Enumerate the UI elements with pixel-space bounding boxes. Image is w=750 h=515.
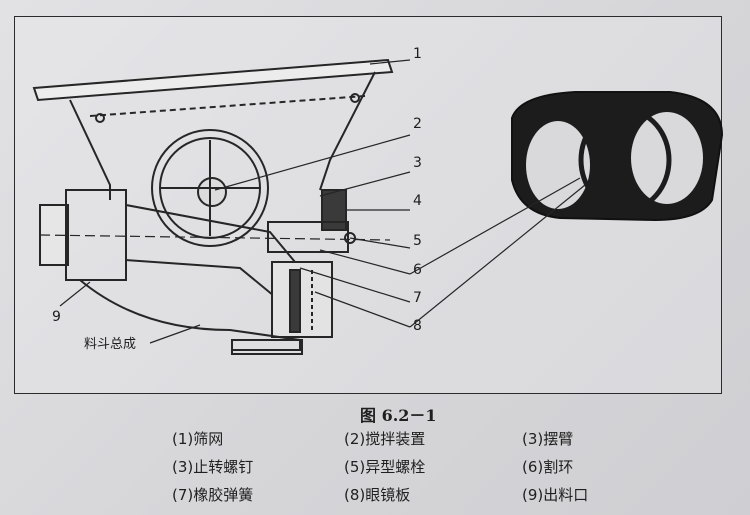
s-pipe-top xyxy=(125,204,301,269)
legend-item-5: (5)异型螺栓 xyxy=(344,456,425,477)
callout-5: 5 xyxy=(413,233,422,249)
legend-item-8: (8)眼镜板 xyxy=(344,484,410,505)
callout-1: 1 xyxy=(413,46,422,62)
s-pipe-bottom xyxy=(125,259,286,306)
legend-item-2: (2)搅拌装置 xyxy=(344,428,425,449)
callout-2: 2 xyxy=(413,116,422,132)
hopper-wall-left xyxy=(69,99,111,200)
legend-number: (3) xyxy=(172,458,194,476)
agitator-wheel xyxy=(151,129,269,247)
legend-number: (1) xyxy=(172,430,194,448)
legend-text: 搅拌装置 xyxy=(365,430,426,448)
legend-item-4: (3)止转螺钉 xyxy=(172,456,253,477)
screen-plate xyxy=(32,58,394,102)
legend-text: 异型螺栓 xyxy=(365,458,426,476)
legend-item-6: (6)割环 xyxy=(522,456,573,477)
legend-item-3: (3)摆臂 xyxy=(522,428,573,449)
legend-number: (7) xyxy=(172,486,194,504)
legend-number: (3) xyxy=(522,430,544,448)
legend-number: (9) xyxy=(522,486,544,504)
parts-legend: (1)筛网 (2)搅拌装置 (3)摆臂 (3)止转螺钉 (5)异型螺栓 (6)割… xyxy=(172,428,732,512)
leader-lines xyxy=(59,59,586,344)
legend-text: 摆臂 xyxy=(543,430,574,448)
legend-number: (5) xyxy=(344,458,366,476)
wear-plate-housing xyxy=(271,261,333,338)
callout-8: 8 xyxy=(413,318,422,334)
hopper-bottom xyxy=(79,279,301,351)
hopper-wall-right xyxy=(319,71,376,191)
agitator-hub xyxy=(197,177,227,207)
legend-number: (6) xyxy=(522,458,544,476)
legend-text: 出料口 xyxy=(543,486,589,504)
figure-caption: 图 6.2－1 xyxy=(360,406,437,425)
hopper-assembly-label: 料斗总成 xyxy=(84,337,137,352)
legend-text: 眼镜板 xyxy=(365,486,411,504)
swing-shaft xyxy=(267,221,349,253)
legend-item-1: (1)筛网 xyxy=(172,428,223,449)
legend-number: (8) xyxy=(344,486,366,504)
legend-item-9: (9)出料口 xyxy=(522,484,588,505)
legend-text: 割环 xyxy=(543,458,574,476)
screen-rod xyxy=(89,95,366,117)
callout-3: 3 xyxy=(413,155,422,171)
legend-number: (2) xyxy=(344,430,366,448)
callout-6: 6 xyxy=(413,262,422,278)
callout-7: 7 xyxy=(413,290,422,306)
legend-text: 止转螺钉 xyxy=(193,458,254,476)
eyeglass-plate-illustration xyxy=(511,91,724,222)
base-support xyxy=(231,339,303,355)
legend-text: 橡胶弹簧 xyxy=(193,486,254,504)
swing-arm xyxy=(321,189,347,231)
legend-text: 筛网 xyxy=(193,430,224,448)
legend-item-7: (7)橡胶弹簧 xyxy=(172,484,253,505)
callout-4: 4 xyxy=(413,193,422,209)
outlet-body xyxy=(65,189,127,281)
callout-9: 9 xyxy=(52,309,61,325)
